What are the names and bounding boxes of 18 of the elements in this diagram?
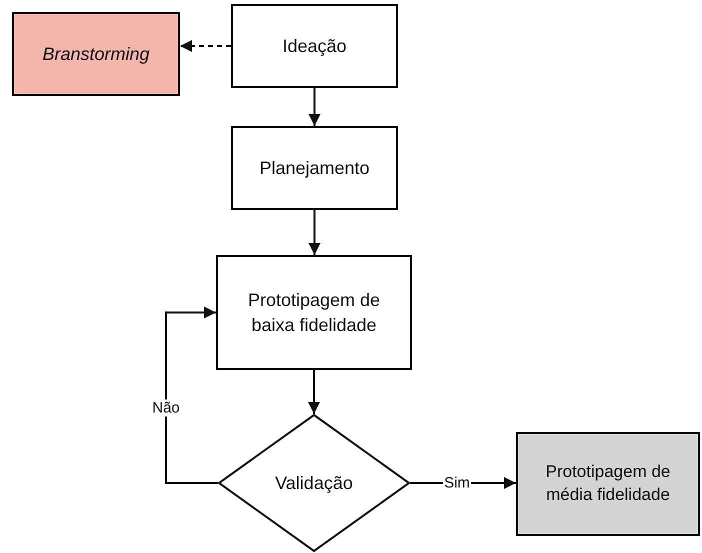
arrow: [165, 306, 218, 484]
node-label: Planejamento: [258, 156, 371, 180]
arrow: [308, 88, 320, 126]
node-label: Validação: [274, 472, 354, 495]
edge-label: Não: [151, 399, 181, 416]
node-label: Branstorming: [41, 42, 151, 66]
process-box: [231, 126, 398, 210]
node-label: Prototipagem de média fidelidade: [544, 461, 672, 506]
process-box: [231, 4, 398, 88]
process-box: [12, 12, 180, 96]
node-label: Ideação: [281, 34, 348, 58]
arrow: [308, 210, 320, 255]
arrow: [308, 370, 320, 414]
process-box: [516, 432, 700, 536]
arrow: [180, 40, 231, 52]
decision-diamond: [218, 414, 410, 552]
node-label: Prototipagem de baixa fidelidade: [246, 289, 382, 336]
process-box: [216, 255, 412, 370]
